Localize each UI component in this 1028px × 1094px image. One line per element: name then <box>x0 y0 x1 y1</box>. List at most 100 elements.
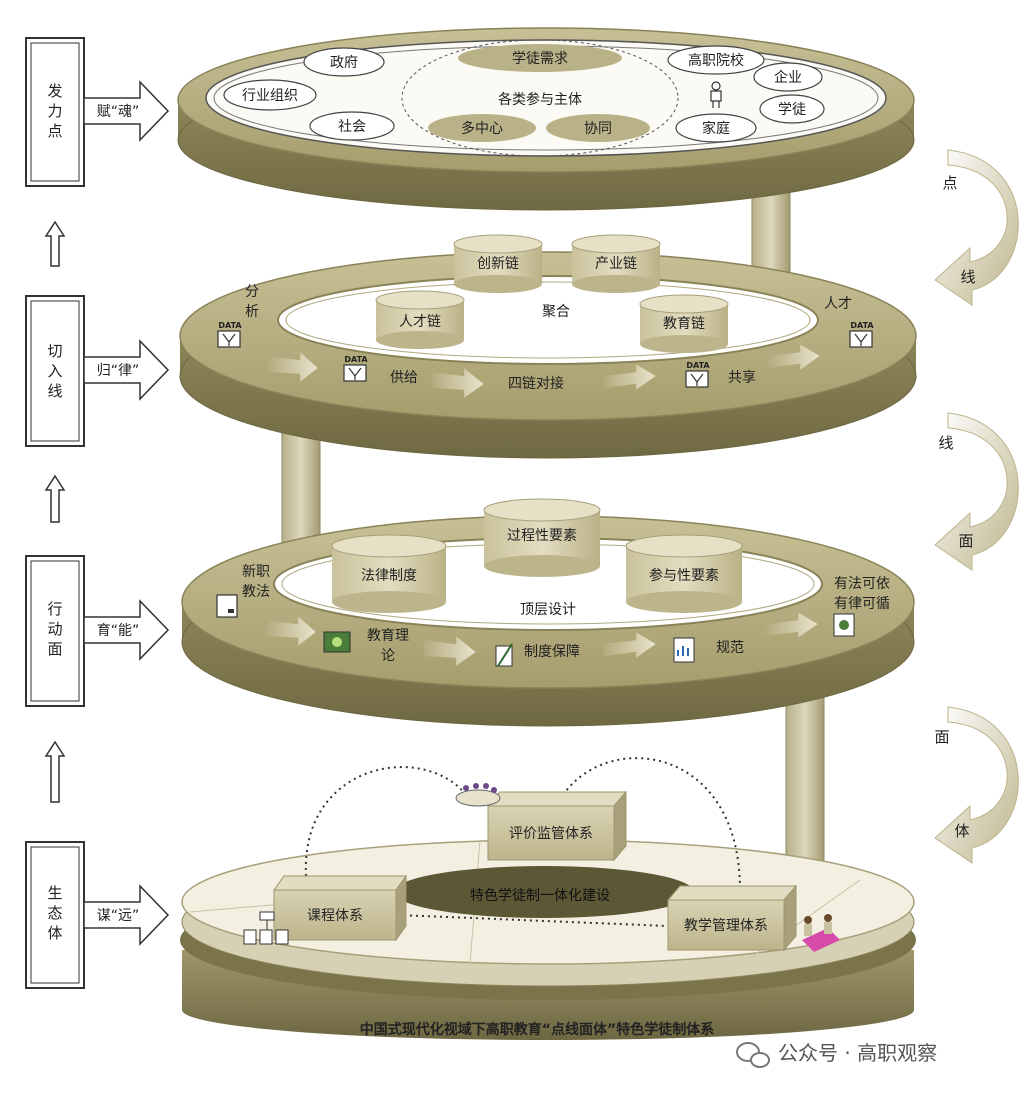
wechat-icon <box>736 1042 770 1068</box>
box-jiaoxue-label: 教学管理体系 <box>684 918 768 934</box>
data-icon-4: DATA <box>849 321 874 348</box>
layer2-step2: 四链对接 <box>508 375 564 392</box>
layer3-step1-1: 教育理 <box>367 628 409 644</box>
side-arrow-1: 赋“魂” <box>83 80 170 142</box>
layer3-step1-2: 论 <box>381 648 395 664</box>
layer2-start-2: 析 <box>245 304 259 320</box>
side-arrow-2-label: 归“律” <box>97 362 140 379</box>
flow-arrow-l2-1 <box>267 351 319 383</box>
level-box-1-text-2: 力 <box>47 102 62 120</box>
data-icon-2: DATA <box>343 355 368 382</box>
side-arrow-2: 归“律” <box>83 339 170 401</box>
layer2-center: 聚合 <box>542 304 570 320</box>
level-box-3-text-1: 行 <box>47 600 62 618</box>
side-arrow-4-label: 谋“远” <box>97 908 140 924</box>
cylinder-falv: 法律制度 <box>331 534 447 613</box>
flow-arrow-l2-3 <box>603 363 657 391</box>
level-box-4-text-1: 生 <box>47 884 62 902</box>
connector-course-eval <box>304 766 471 877</box>
data-icon-2-label: DATA <box>344 355 368 364</box>
layer-4-base: 特色学徒制一体化建设 评价监管体系 课程体系 教学管理体系 <box>180 757 916 1040</box>
transition-arrow-1: 点 线 <box>934 149 1019 306</box>
layer2-step1: 供给 <box>390 370 418 386</box>
watermark: 公众号 · 高职观察 <box>736 1041 937 1068</box>
flow-arrow-l2-4 <box>767 343 821 371</box>
up-arrow-2 <box>44 474 66 523</box>
flow-arrow-l3-4 <box>765 611 819 639</box>
box-kecheng-label: 课程体系 <box>307 908 363 924</box>
transition-2-to: 面 <box>958 532 973 550</box>
layer3-step2: 制度保障 <box>524 644 580 660</box>
transition-arrow-3: 面 体 <box>934 706 1019 864</box>
data-icon-4-label: DATA <box>850 321 874 330</box>
team-icon <box>802 914 840 952</box>
data-icon-3-label: DATA <box>686 361 710 370</box>
flow-arrow-l3-1 <box>265 615 317 647</box>
level-box-4-text-2: 态 <box>47 904 62 922</box>
level-box-2-text-3: 线 <box>47 382 62 400</box>
layer3-center: 顶层设计 <box>520 602 576 618</box>
cylinder-rencai: 人才链 <box>375 290 465 349</box>
top-pill-label: 学徒需求 <box>512 51 568 67</box>
cylinder-jiaoyu: 教育链 <box>639 294 729 353</box>
data-icon-3: DATA <box>685 361 710 388</box>
layer3-end-1: 有法可依 <box>834 576 890 592</box>
level-box-3: 行 动 面 <box>25 555 85 707</box>
transition-3-from: 面 <box>934 728 949 746</box>
cylinder-chanye-label: 产业链 <box>595 256 637 272</box>
cylinder-guocheng: 过程性要素 <box>483 498 601 577</box>
layer4-center: 特色学徒制一体化建设 <box>470 887 610 904</box>
diagram-caption: 中国式现代化视域下高职教育“点线面体”特色学徒制体系 <box>360 1021 714 1038</box>
cylinder-canyu-label: 参与性要素 <box>649 567 719 584</box>
pill-duozhongxin: 多中心 <box>461 120 503 137</box>
layer2-step3: 共享 <box>728 369 756 386</box>
cylinder-chuangxin-label: 创新链 <box>477 256 519 272</box>
layer3-start-2: 教法 <box>242 584 270 600</box>
transition-1-to: 线 <box>960 268 975 286</box>
level-box-2-text-1: 切 <box>47 342 62 360</box>
up-arrow-3 <box>44 740 66 803</box>
center-title: 各类参与主体 <box>498 91 582 108</box>
pillar-3 <box>785 689 825 881</box>
oval-qiye: 企业 <box>774 69 802 86</box>
layer3-start-1: 新职 <box>242 564 270 580</box>
cylinder-rencai-label: 人才链 <box>399 314 441 330</box>
level-box-3-text-3: 面 <box>47 640 62 658</box>
level-box-2-text-2: 入 <box>47 362 62 380</box>
layer2-end: 人才 <box>824 296 852 312</box>
level-box-1: 发 力 点 <box>25 37 85 187</box>
cylinder-chuangxin: 创新链 <box>453 234 543 293</box>
layer-1-disc: 学徒需求 各类参与主体 多中心 协同 政府 行业组织 社会 高职院校 企业 学徒… <box>177 27 915 211</box>
oval-gaozhi: 高职院校 <box>688 52 744 69</box>
cylinder-canyu: 参与性要素 <box>625 534 743 613</box>
oval-jiating: 家庭 <box>702 120 730 137</box>
layer2-start-1: 分 <box>245 284 259 300</box>
level-box-4: 生 态 体 <box>25 841 85 989</box>
data-icon-1-label: DATA <box>218 321 242 330</box>
side-arrow-3: 育“能” <box>83 599 170 661</box>
layer-2-disc: 聚合 创新链 产业链 人才链 教育链 分 析 供给 <box>179 234 917 459</box>
oval-xuetu: 学徒 <box>778 102 806 118</box>
person-icon <box>710 81 722 108</box>
transition-2-from: 线 <box>938 434 953 452</box>
side-arrow-1-label: 赋“魂” <box>97 104 140 120</box>
transition-1-from: 点 <box>942 174 957 192</box>
oval-zhengfu: 政府 <box>330 55 358 71</box>
up-arrow-1 <box>44 220 66 267</box>
oval-hangye: 行业组织 <box>242 88 298 104</box>
cylinder-guocheng-label: 过程性要素 <box>507 528 577 544</box>
side-arrow-3-label: 育“能” <box>97 623 140 639</box>
data-icon-1: DATA <box>217 321 242 348</box>
left-column: 发 力 点 切 入 线 行 动 面 生 态 体 <box>25 37 170 989</box>
cylinder-jiaoyu-label: 教育链 <box>663 316 705 332</box>
layer3-step3: 规范 <box>716 639 744 656</box>
presentation-icon <box>323 631 351 653</box>
box-jiaoxue: 教学管理体系 <box>666 884 798 952</box>
org-chart-icon <box>243 911 289 945</box>
cylinder-falv-label: 法律制度 <box>361 568 417 584</box>
watermark-text: 公众号 · 高职观察 <box>778 1041 937 1065</box>
flow-arrow-l3-2 <box>423 635 477 667</box>
level-box-4-text-3: 体 <box>47 924 62 942</box>
